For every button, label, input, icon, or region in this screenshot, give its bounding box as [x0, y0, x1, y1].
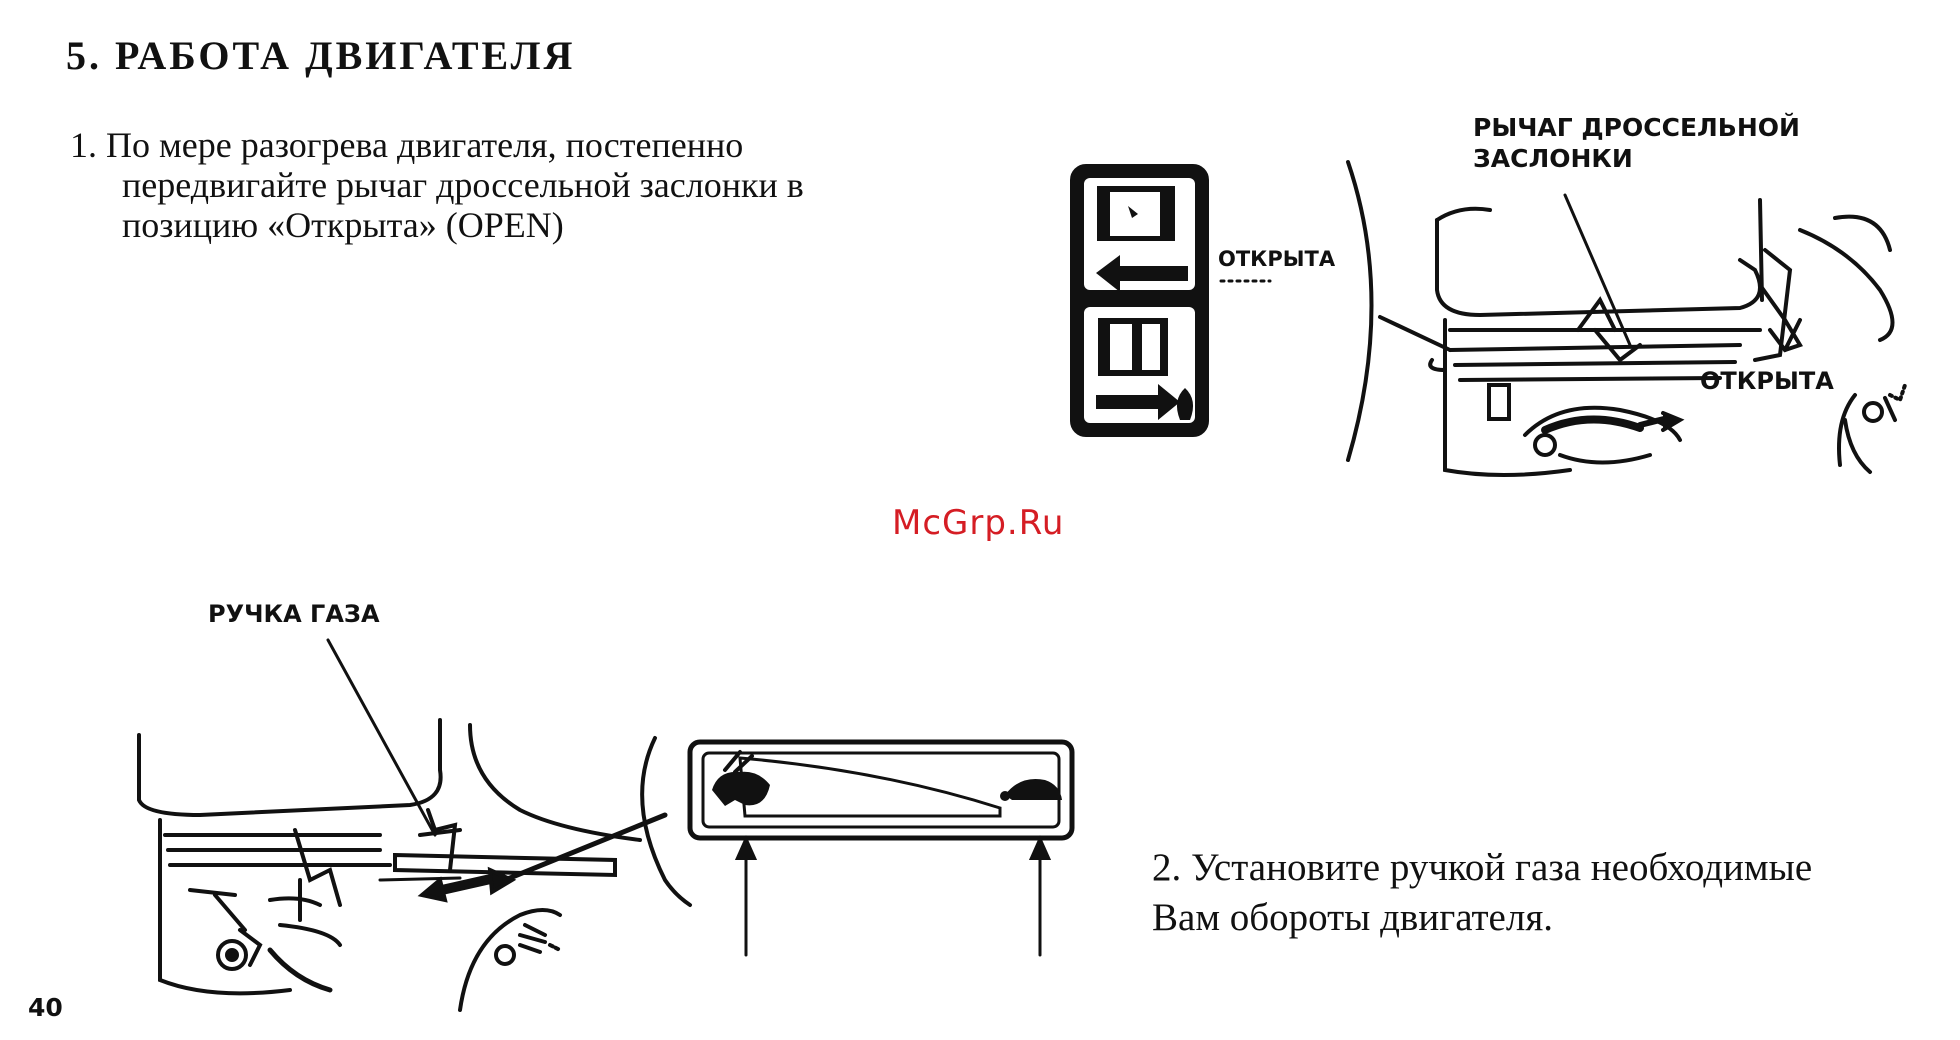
choke-closed-icon	[1096, 186, 1188, 292]
step-2-text: 2. Установите ручкой газа необходимые Ва…	[1152, 843, 1812, 943]
choke-lever-label: РЫЧАГ ДРОССЕЛЬНОЙ ЗАСЛОНКИ	[1473, 112, 1800, 174]
step-1-line-1: 1. По мере разогрева двигателя, постепен…	[70, 125, 743, 165]
choke-leader-line	[1565, 195, 1630, 345]
fast-position-arrow	[738, 840, 754, 955]
slow-position-arrow	[1032, 840, 1048, 955]
step-1-line-3: позицию «Открыта» (OPEN)	[70, 205, 804, 245]
choke-symbol-panel	[1072, 166, 1207, 435]
watermark: McGrp.Ru	[892, 503, 1064, 543]
step-1-line-2: передвигайте рычаг дроссельной заслонки …	[70, 165, 804, 205]
section-heading: 5. РАБОТА ДВИГАТЕЛЯ	[66, 32, 575, 79]
throttle-connector-line	[505, 815, 665, 880]
panel-open-label: ОТКРЫТА	[1218, 244, 1335, 275]
step-2-line-2: Вам обороты двигателя.	[1152, 893, 1812, 943]
choke-lever-label-line-1: РЫЧАГ ДРОССЕЛЬНОЙ	[1473, 112, 1800, 143]
engine-bottom-drawing	[139, 720, 640, 1010]
page-number: 40	[28, 993, 63, 1022]
throttle-plate	[690, 742, 1072, 838]
step-2-line-1: 2. Установите ручкой газа необходимые	[1152, 843, 1812, 893]
panel-bracket	[1348, 162, 1372, 460]
engine-top-drawing	[1430, 200, 1905, 475]
step-1-text: 1. По мере разогрева двигателя, постепен…	[70, 125, 804, 245]
engine-open-label: ОТКРЫТА	[1700, 366, 1834, 397]
connector-line	[1380, 317, 1450, 350]
turtle-icon	[1000, 779, 1062, 801]
choke-lever-label-line-2: ЗАСЛОНКИ	[1473, 143, 1800, 174]
throttle-handle-label: РУЧКА ГАЗА	[208, 599, 380, 630]
